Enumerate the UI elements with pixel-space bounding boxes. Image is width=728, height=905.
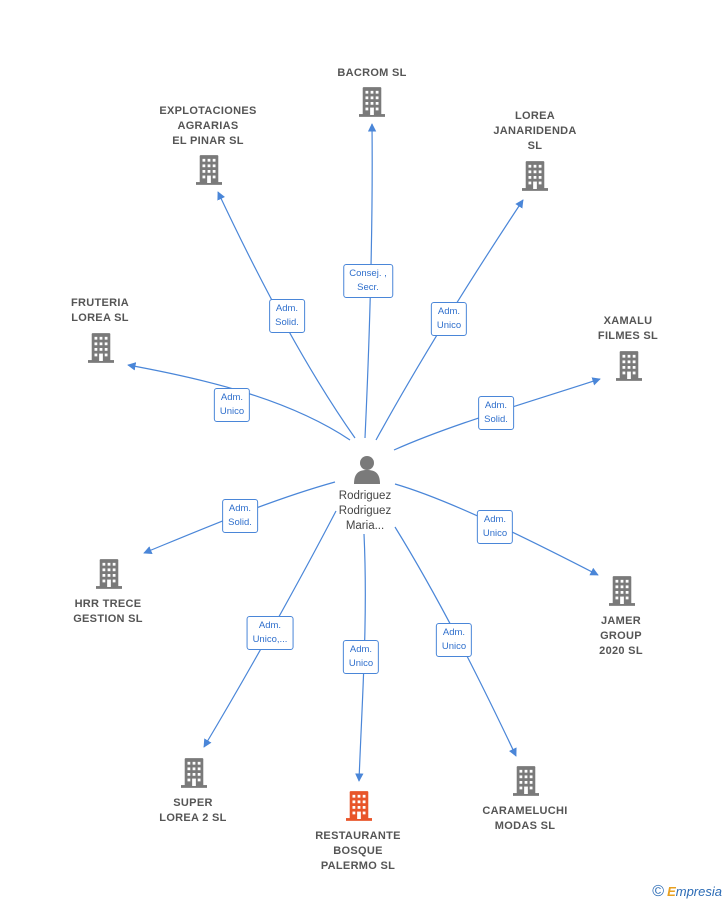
building-icon-xamalu[interactable] xyxy=(616,351,642,381)
role-badge-carameluchi[interactable]: Adm. Unico xyxy=(435,623,473,657)
role-badge-super-lorea[interactable]: Adm. Unico,... xyxy=(246,616,294,650)
company-label-carameluchi[interactable]: CARAMELUCHI MODAS SL xyxy=(482,805,568,832)
center-layer xyxy=(354,456,380,484)
role-badge-restaurante[interactable]: Adm. Unico xyxy=(342,640,380,674)
role-badge-explotaciones[interactable]: Adm. Solid. xyxy=(269,299,305,333)
company-label-hrr-trece[interactable]: HRR TRECE GESTION SL xyxy=(73,598,143,625)
company-label-fruteria[interactable]: FRUTERIA LOREA SL xyxy=(70,297,129,324)
building-icon-super-lorea[interactable] xyxy=(181,758,207,788)
building-icon-jamer[interactable] xyxy=(609,576,635,606)
company-label-explotaciones[interactable]: EXPLOTACIONES AGRARIAS EL PINAR SL xyxy=(159,105,257,147)
role-badge-bacrom[interactable]: Consej. , Secr. xyxy=(343,264,393,298)
company-label-super-lorea[interactable]: SUPER LOREA 2 SL xyxy=(159,797,227,824)
copyright-symbol: © xyxy=(652,883,665,900)
building-icon-fruteria[interactable] xyxy=(88,333,114,363)
building-icon-lorea-janaridenda[interactable] xyxy=(522,161,548,191)
role-badge-jamer[interactable]: Adm. Unico xyxy=(476,510,514,544)
company-label-lorea-janaridenda[interactable]: LOREA JANARIDENDA SL xyxy=(493,110,577,152)
building-icon-carameluchi[interactable] xyxy=(513,766,539,796)
nodes-layer xyxy=(88,87,642,821)
role-badge-lorea-janaridenda[interactable]: Adm. Unico xyxy=(430,302,468,336)
role-badge-hrr-trece[interactable]: Adm. Solid. xyxy=(222,499,258,533)
person-icon[interactable] xyxy=(354,456,380,484)
company-label-jamer[interactable]: JAMER GROUP 2020 SL xyxy=(599,615,643,657)
building-icon-restaurante[interactable] xyxy=(346,791,372,821)
brand-initial: E xyxy=(667,884,676,899)
building-icon-explotaciones[interactable] xyxy=(196,155,222,185)
company-label-bacrom[interactable]: BACROM SL xyxy=(337,67,407,79)
role-badge-fruteria[interactable]: Adm. Unico xyxy=(213,388,251,422)
role-badge-xamalu[interactable]: Adm. Solid. xyxy=(478,396,514,430)
edges-layer xyxy=(127,123,601,782)
empresia-logo[interactable]: ©Empresia xyxy=(652,883,722,901)
company-label-xamalu[interactable]: XAMALU FILMES SL xyxy=(597,315,659,342)
building-icon-bacrom[interactable] xyxy=(359,87,385,117)
center-person-name[interactable]: Rodriguez Rodriguez Maria... xyxy=(338,490,392,532)
company-label-restaurante[interactable]: RESTAURANTE BOSQUE PALERMO SL xyxy=(315,830,401,872)
building-icon-hrr-trece[interactable] xyxy=(96,559,122,589)
brand-name: mpresia xyxy=(675,884,722,899)
